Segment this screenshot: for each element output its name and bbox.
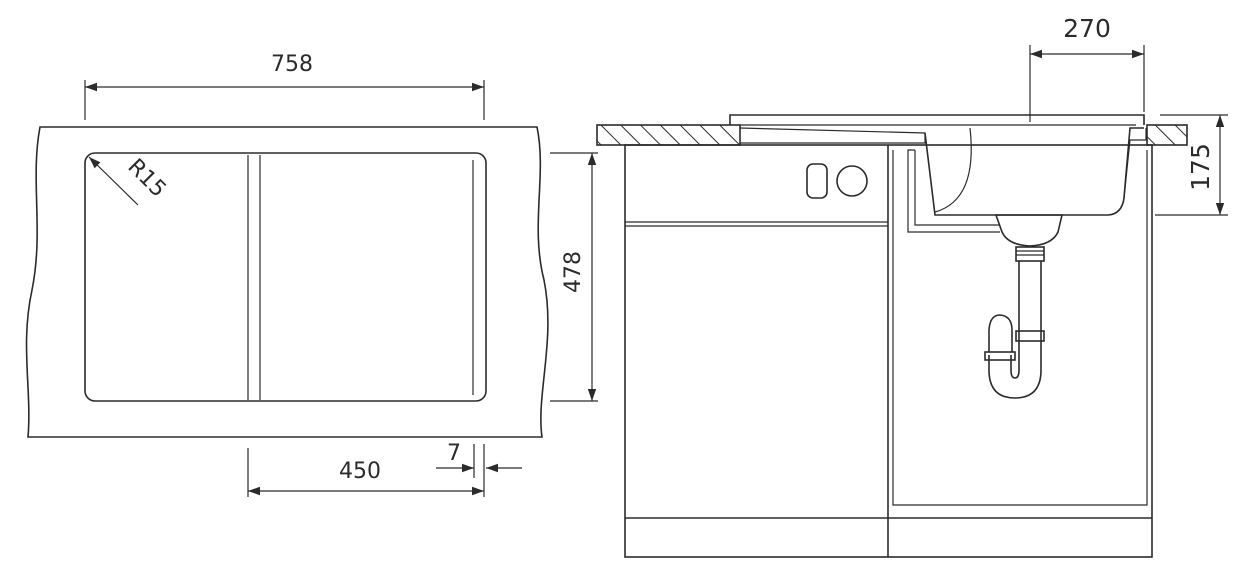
overflow-pipe: [907, 149, 1000, 233]
sink-outline: [84, 152, 487, 402]
bowl-depth-label: 175: [1186, 143, 1215, 191]
worktop-left: [596, 124, 741, 146]
side-view: 175 270: [596, 14, 1228, 558]
control-button-icon: [806, 163, 828, 199]
bowl-overflow: [1123, 128, 1147, 199]
depth-label: 478: [561, 251, 586, 293]
drain-body: [994, 214, 1064, 247]
drain-nut: [1015, 246, 1045, 262]
bowl-profile: [924, 127, 1144, 216]
trap-outlet: [988, 314, 1013, 352]
countertop-outline: [25, 126, 549, 438]
width-label: 758: [271, 52, 313, 77]
trap-nut: [1015, 330, 1045, 342]
trap-bend: [988, 355, 1042, 399]
sink-rim: [729, 114, 1145, 125]
offset-label: 7: [447, 441, 461, 466]
radius-label: R15: [122, 154, 170, 202]
top-view: 758 478 R15 450 7: [25, 52, 598, 497]
radius-leader: [88, 156, 139, 206]
drainer-slope: [739, 127, 926, 144]
control-knob-icon: [836, 165, 868, 197]
worktop-right: [1146, 124, 1188, 146]
cabinet-inner-right: [892, 150, 1148, 506]
bowl-width-label: 450: [339, 459, 381, 484]
bowl-inner-curve: [934, 127, 972, 213]
trap-nut-left: [984, 351, 1016, 361]
drain-offset-label: 270: [1063, 14, 1111, 43]
